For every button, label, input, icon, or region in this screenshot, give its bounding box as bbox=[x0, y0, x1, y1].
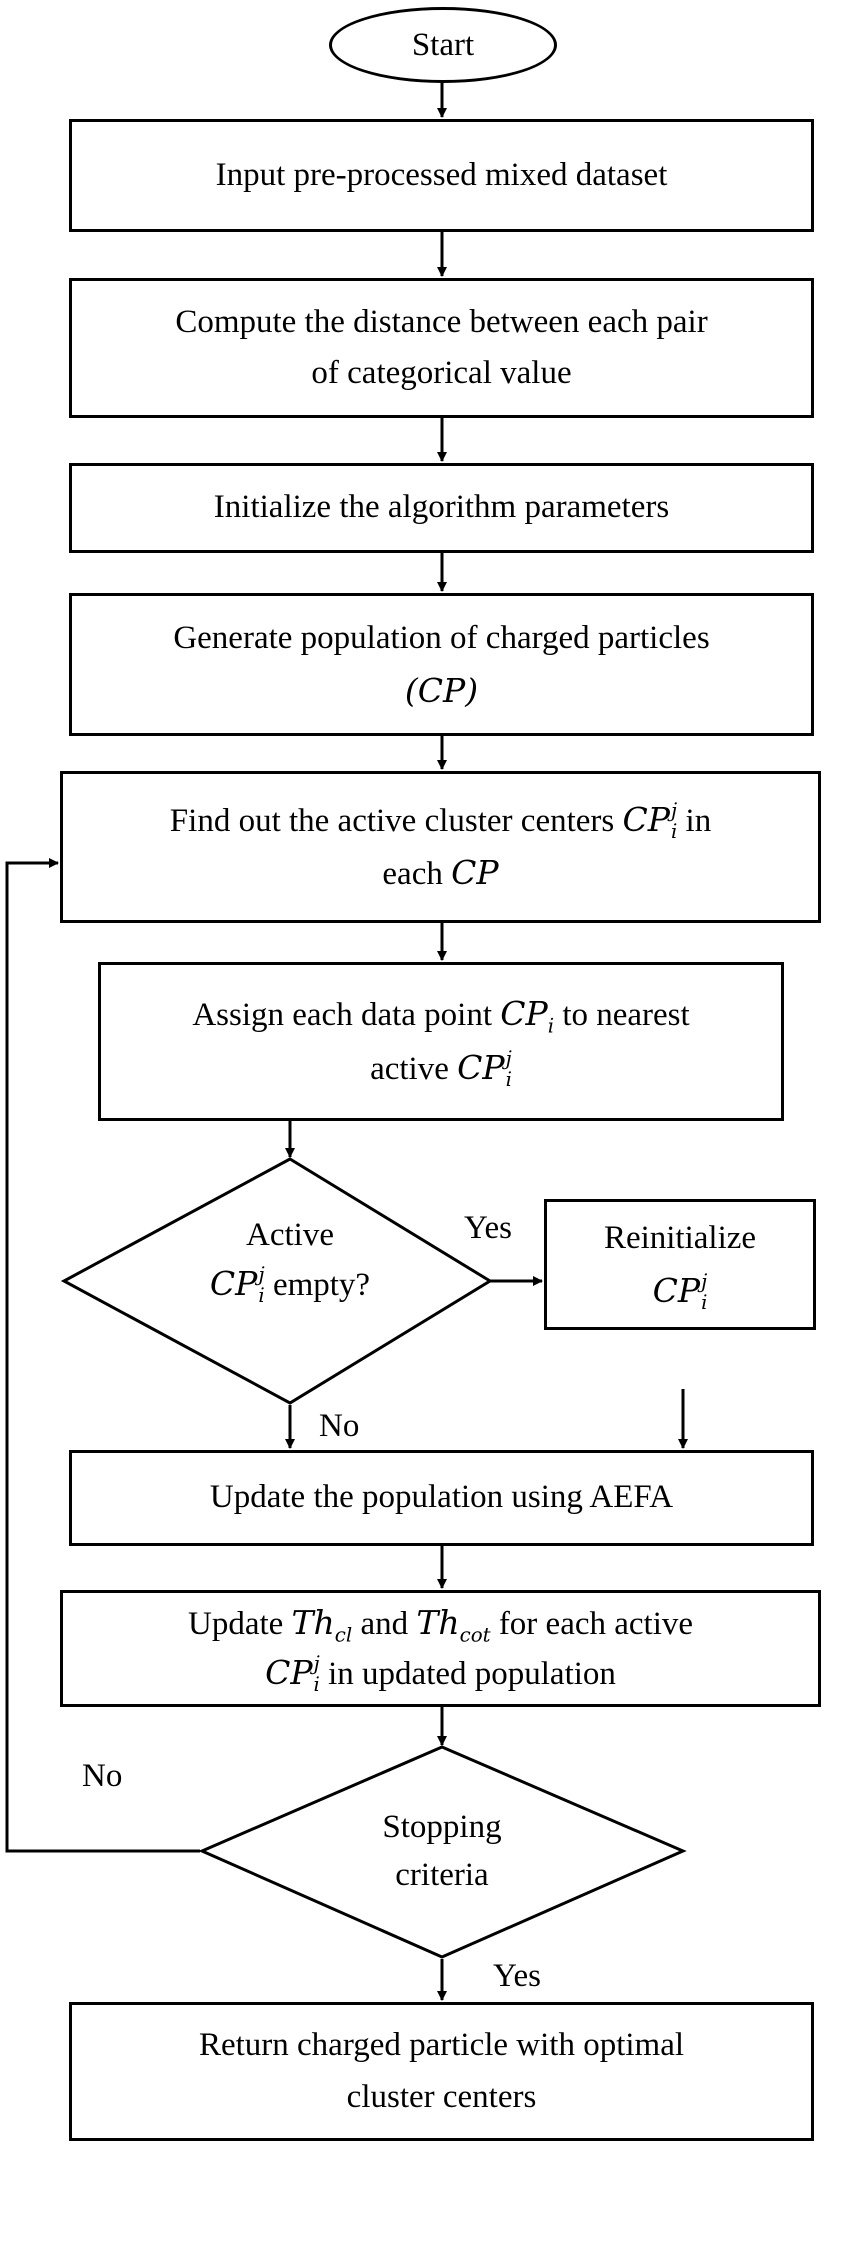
step-updateth-prefix: Update bbox=[187, 1606, 284, 1643]
step-find-in: in bbox=[685, 802, 712, 839]
symbol-cp-i: CPi bbox=[500, 993, 555, 1038]
step-find-prefix: Find out the active cluster centers bbox=[169, 802, 615, 839]
step-updateth-suffix: for each active bbox=[498, 1606, 694, 1643]
step-compute-distance: Compute the distance between each pair o… bbox=[69, 278, 814, 418]
decision-active-line1: Active bbox=[246, 1217, 334, 1253]
decision-active-empty bbox=[60, 1157, 493, 1405]
step-distance-line2: of categorical value bbox=[311, 355, 572, 391]
step-generate-symbol: (CP) bbox=[404, 670, 479, 710]
decision-active-suffix: empty? bbox=[272, 1266, 371, 1303]
label-no-stop: No bbox=[82, 1758, 123, 1794]
step-generate-population: Generate population of charged particles… bbox=[69, 593, 814, 736]
symbol-cp: CP bbox=[451, 853, 499, 892]
label-no-active: No bbox=[319, 1408, 360, 1444]
start-node: Start bbox=[329, 7, 557, 83]
step-return-line1: Return charged particle with optimal bbox=[198, 2027, 685, 2064]
symbol-th-cot: Thcot bbox=[416, 1603, 491, 1647]
step-assign-points: Assign each data point CPi to nearest ac… bbox=[98, 962, 784, 1121]
step-assign-suffix: to nearest bbox=[562, 996, 690, 1033]
decision-stopping-line1: Stopping bbox=[382, 1809, 502, 1845]
label-yes-active: Yes bbox=[464, 1210, 513, 1246]
step-init-text: Initialize the algorithm parameters bbox=[213, 489, 670, 526]
step-assign-prefix: Assign each data point bbox=[192, 996, 493, 1033]
step-assign-active: active bbox=[370, 1051, 449, 1088]
step-input-text: Input pre-processed mixed dataset bbox=[215, 156, 668, 193]
step-find-each: each bbox=[382, 856, 443, 892]
step-assign-line1: Assign each data point CPi to nearest bbox=[192, 988, 689, 1042]
step-update-population: Update the population using AEFA bbox=[69, 1450, 814, 1546]
decision-stopping-line2: criteria bbox=[395, 1856, 489, 1893]
step-distance-line1: Compute the distance between each pair bbox=[175, 303, 708, 340]
step-generate-line1: Generate population of charged particles bbox=[173, 620, 710, 657]
step-initialize-params: Initialize the algorithm parameters bbox=[69, 463, 814, 553]
step-update-thresholds: Update Thcl and Thcot for each active CP… bbox=[60, 1590, 821, 1707]
symbol-th-cl: Thcl bbox=[291, 1603, 353, 1647]
decision-stopping-criteria bbox=[198, 1745, 687, 1959]
step-return-result: Return charged particle with optimal clu… bbox=[69, 2002, 814, 2141]
decision-stopping-text: Stopping criteria bbox=[342, 1804, 542, 1900]
step-return-line2: cluster centers bbox=[346, 2078, 537, 2115]
step-updateth-and: and bbox=[360, 1606, 409, 1643]
step-updateth-line1: Update Thcl and Thcot for each active bbox=[188, 1600, 693, 1649]
loop-back-arrow bbox=[5, 858, 200, 1853]
step-update-pop-text: Update the population using AEFA bbox=[209, 1479, 674, 1516]
label-yes-stop: Yes bbox=[493, 1958, 542, 1994]
step-find-line2: each CP bbox=[382, 847, 498, 900]
step-input-dataset: Input pre-processed mixed dataset bbox=[69, 119, 814, 232]
step-updateth-l2: in updated population bbox=[328, 1655, 616, 1692]
step-reinit-label: Reinitialize bbox=[603, 1220, 757, 1257]
start-label: Start bbox=[411, 26, 475, 63]
